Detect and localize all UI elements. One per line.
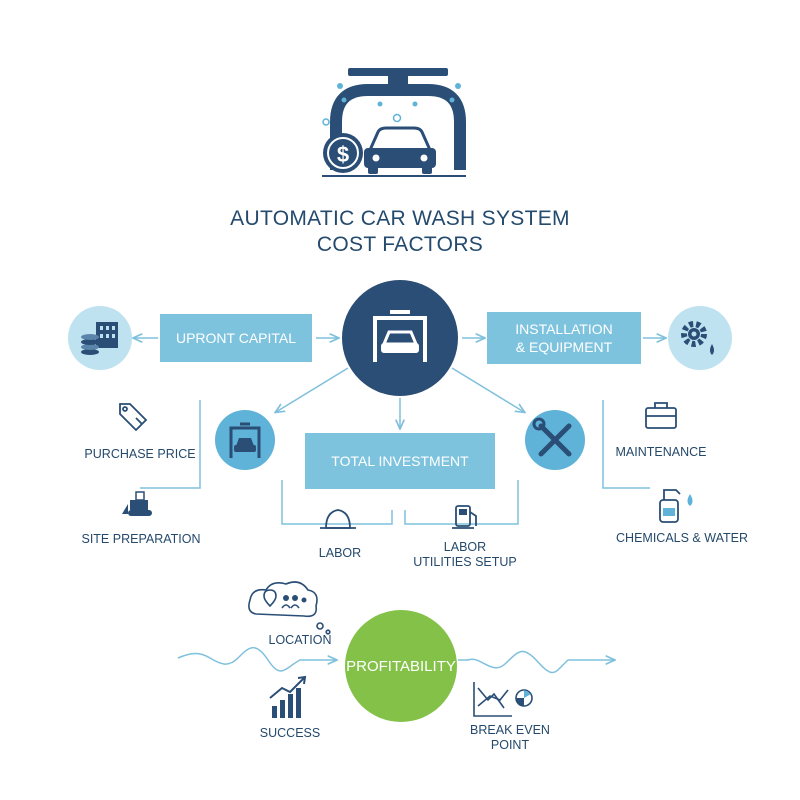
chemicals-water-label: CHEMICALS & WATER	[616, 531, 748, 545]
hard-hat-icon	[320, 509, 356, 529]
gear-drop-icon	[668, 306, 732, 370]
bracket-labor	[281, 480, 393, 525]
money-building-icon	[68, 306, 132, 370]
connectors	[134, 338, 665, 674]
bracket-utilities	[404, 480, 519, 525]
wave-right	[458, 650, 614, 674]
break-even-chart-icon	[473, 682, 533, 717]
bulldozer-icon	[122, 491, 152, 516]
car-wash-small-icon	[215, 410, 275, 470]
installation-equipment-box[interactable]: INSTALLATION & EQUIPMENT	[487, 312, 641, 364]
site-preparation-label: SITE PREPARATION	[81, 532, 201, 546]
purchase-price-label: PURCHASE PRICE	[84, 447, 196, 461]
break-even-point-label: BREAK EVEN POINT	[470, 723, 550, 752]
wrench-screwdriver-icon	[525, 410, 585, 470]
hub-car-wash-icon[interactable]	[342, 280, 458, 396]
wave-left	[177, 647, 336, 672]
total-investment-box[interactable]: TOTAL INVESTMENT	[305, 433, 495, 489]
labor-label: LABOR	[318, 546, 362, 560]
location-people-cloud-icon	[248, 581, 331, 635]
bracket-left	[140, 400, 201, 489]
labor-utilities-setup-label: LABOR UTILITIES SETUP	[413, 540, 517, 569]
bracket-right	[602, 400, 650, 489]
profitability-circle[interactable]: PROFITABILITY	[345, 610, 457, 722]
location-label: LOCATION	[268, 633, 332, 647]
maintenance-label: MAINTENANCE	[615, 445, 707, 459]
diagram-title-line2: COST FACTORS	[316, 233, 484, 256]
upfront-capital-box[interactable]: UPRONT CAPITAL	[160, 314, 312, 362]
fuel-pump-icon	[452, 505, 477, 529]
diagram-title-line1: AUTOMATIC CAR WASH SYSTEM	[230, 207, 570, 230]
success-label: SUCCESS	[259, 726, 321, 740]
price-tag-icon	[119, 403, 148, 432]
car-wash-dollar-icon: $	[322, 68, 466, 177]
spray-bottle-icon	[659, 489, 693, 523]
arrow-hub-to-tools-icon	[451, 367, 524, 412]
arrow-hub-to-wash-icon	[276, 367, 349, 412]
bar-chart-growth-icon	[269, 675, 307, 718]
svg-text:$: $	[337, 142, 349, 167]
toolbox-icon	[645, 402, 677, 429]
